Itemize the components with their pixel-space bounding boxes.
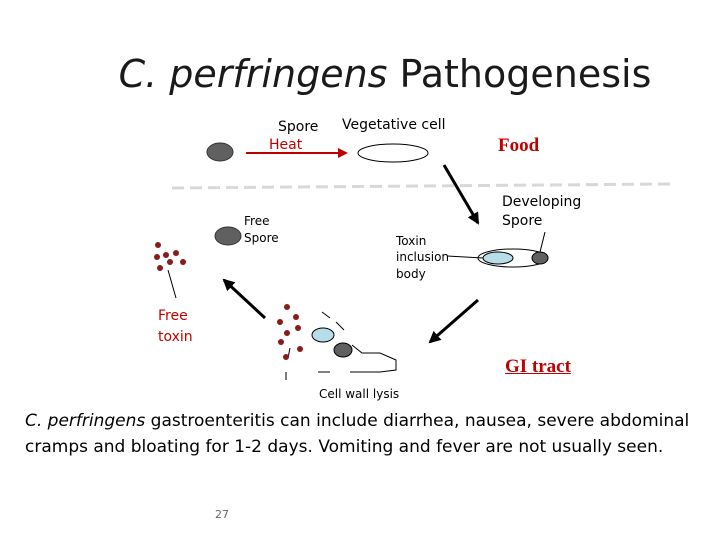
spore-shape [206,142,234,162]
toxin-label-3: body [396,267,426,281]
free-toxin-pointer [167,269,177,299]
vegetative-cell-shape [357,143,429,163]
free-spore-label-2: Spore [244,231,279,245]
lysis-spore-shape [333,342,353,358]
page-number: 27 [215,508,229,521]
vegetative-cell-label: Vegetative cell [342,117,446,133]
developing-label-2: Spore [502,213,543,229]
developing-label-1: Developing [502,194,582,210]
title-text: Pathogenesis [387,52,652,96]
free-spore-label-1: Free [244,214,270,228]
arrow-to-gi-tract [428,298,479,344]
toxin-label-1: Toxin [396,234,427,248]
caption-text: C. perfringens gastroenteritis can inclu… [25,408,715,460]
caption-organism: C. perfringens [25,411,146,431]
free-toxin-label-2: toxin [158,329,193,345]
cell-wall-lysis-label: Cell wall lysis [319,387,400,401]
toxin-label-2: inclusion [396,250,450,264]
lysed-cell-outline [285,311,397,380]
lysis-inclusion-shape [311,327,335,343]
free-toxin-dots [154,242,186,271]
food-label: Food [498,135,540,156]
free-toxin-label-1: Free [158,308,188,324]
dashed-separator [171,182,671,190]
free-spore-shape [214,226,242,246]
gi-tract-label: GI tract [505,356,571,377]
caption-body: gastroenteritis can include diarrhea, na… [25,411,690,457]
page-title: C. perfringens Pathogenesis [0,52,720,96]
inclusion-body-shape [482,251,514,265]
arrow-to-developing [442,164,480,225]
inclusion-pointer [446,255,484,259]
lysis-toxin-dots [277,304,303,360]
heat-label: Heat [269,137,303,153]
title-organism: C. perfringens [118,52,388,96]
developing-spore-shape [531,251,549,265]
arrow-to-free-spore [222,278,267,320]
spore-label: Spore [278,119,319,135]
developing-pointer [539,231,546,253]
